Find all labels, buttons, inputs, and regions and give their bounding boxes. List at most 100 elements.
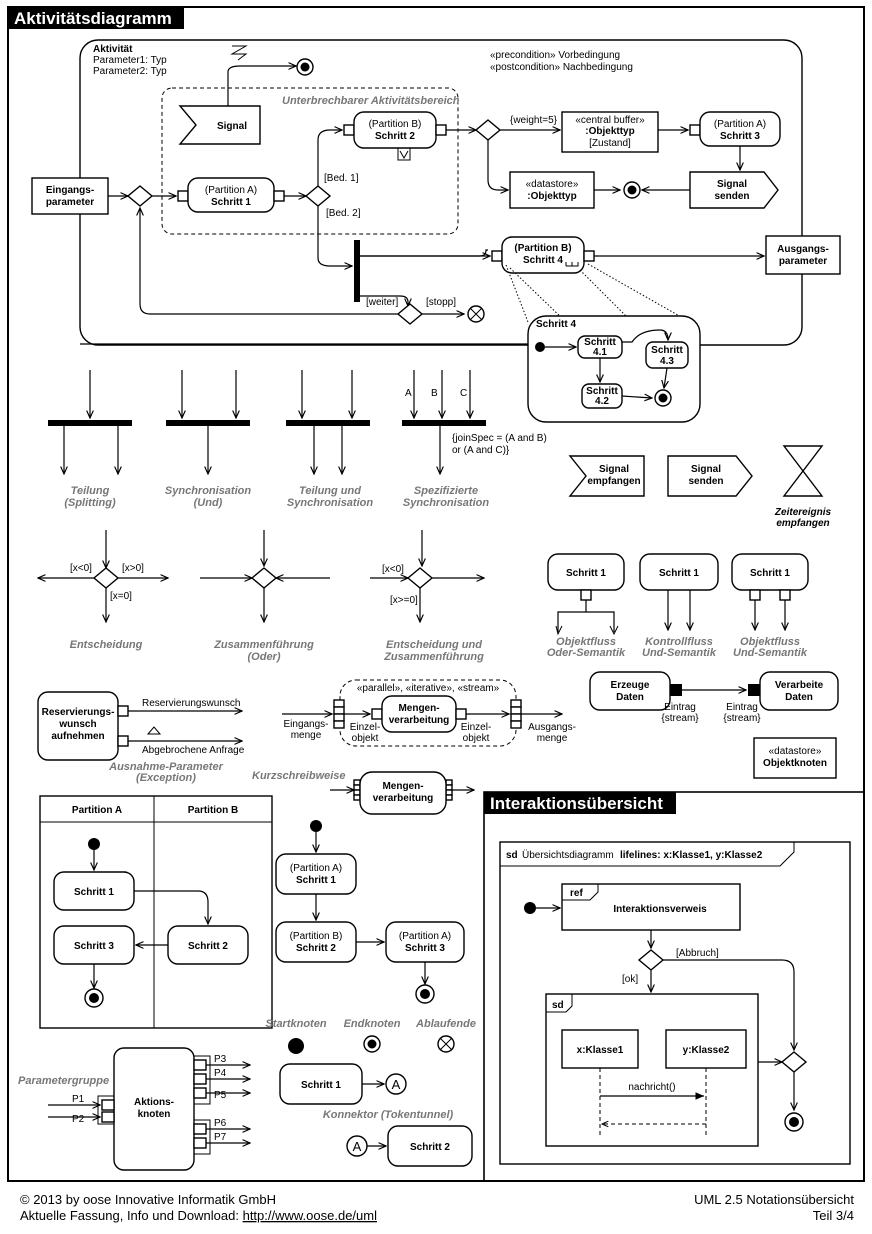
pin-p5: P5 [214,1090,227,1101]
footer-link[interactable]: http://www.oose.de/uml [243,1208,378,1223]
flow-label-3b: Und-Semantik [733,647,808,659]
part-step2-partition: (Partition B) [290,931,343,942]
single-in2: objekt [352,733,379,744]
step2-label: Schritt 2 [375,131,415,142]
pin-p4: P4 [214,1068,227,1079]
produce-label: Erzeuge [611,680,650,691]
merge-label2: (Oder) [248,651,281,663]
step2-action [353,111,437,149]
stopp-label: [stopp] [426,297,456,308]
interrupt-zigzag-icon [230,45,248,61]
step41-label: Schritt [584,337,616,348]
join-a: A [405,388,412,399]
central-buffer [561,111,659,153]
central-buffer-state: [Zustand] [589,138,631,149]
signal-receive-label2: empfangen [587,476,640,487]
connector-letter-2: A [353,1139,362,1154]
pin-p2: P2 [72,1114,85,1125]
subactivity-title: Schritt 4 [536,319,576,330]
decision-row: [x<0] [x>0] [x=0] Entscheidung Zusammenf… [38,530,484,663]
dec-xlt0: [x<0] [70,563,92,574]
signal-examples: Signal empfangen Signal senden Zeitereig… [568,445,831,529]
quantity-processing-short [359,771,447,815]
fork-label-3: Teilung und [299,485,361,497]
swim-step3-label: Schritt 3 [74,941,114,952]
step3-label: Schritt 3 [720,131,760,142]
connector-step1-label: Schritt 1 [301,1080,341,1091]
lifeline-y [665,1029,747,1069]
connector-icon [385,1073,407,1095]
exception-label: Ausnahme-Parameter [108,761,223,773]
joinspec-1: {joinSpec = (A and B) [452,433,547,444]
output-parameter-label: Ausgangs- [777,244,829,255]
node-legend: Startknoten Endknoten Ablaufende Schritt… [265,1018,476,1167]
initial-node-icon-2 [88,838,100,850]
dec-xgt0: [x>0] [122,563,144,574]
action-node-label: Aktions- [134,1097,174,1108]
partition-a: Partition A [72,805,122,816]
abort-label: [Abbruch] [676,948,719,959]
merge-diamond [126,185,154,207]
part-step2 [275,921,357,963]
step1-partition: (Partition A) [205,185,257,196]
fork-label-1b: (Splitting) [64,497,116,509]
footer-title: UML 2.5 Notationsübersicht [694,1192,854,1207]
footer-copyright: © 2013 by oose Innovative Informatik Gmb… [20,1192,276,1207]
flow-label-3: Objektfluss [740,636,800,648]
fork-label-2b: (Und) [194,497,223,509]
step1-label: Schritt 1 [211,197,251,208]
flow-step-2 [639,553,719,591]
expansion-kinds: «parallel», «iterative», «stream» [357,683,500,694]
swim-step1-label: Schritt 1 [74,887,114,898]
merge-label: Zusammenführung [213,639,314,651]
input-parameter [31,177,109,215]
page-frame [7,6,865,1182]
swimlane-frame [39,795,273,1029]
reservation-out1: Reservierungswunsch [142,698,240,709]
expansion-in: Eingangs- [283,719,328,730]
flow-semantics: Schritt 1 Objektfluss Oder-Semantik Schr… [547,553,809,659]
stream-entry-2b: {stream} [723,713,761,724]
process-label2: Daten [785,692,813,703]
fork-bar [354,240,360,302]
step43-num: 4.3 [660,356,674,367]
stream-entry-1b: {stream} [661,713,699,724]
interruptible-label: Unterbrechbarer Aktivitätsbereich [282,95,460,107]
qp-short-label2: verarbeitung [373,793,434,804]
signal-receive-icon [568,455,645,497]
part-step3-partition: (Partition A) [399,931,451,942]
cond2-label: [Bed. 2] [326,208,361,219]
interaction-ref [561,883,741,931]
fork-label-2: Synchronisation [165,485,251,497]
flow-step-3 [731,553,809,591]
section-title: Aktivitätsdiagramm [14,9,172,28]
initial-node-icon [535,342,545,352]
central-buffer-type: :Objekttyp [585,126,634,137]
qp-label2: verarbeitung [389,715,450,726]
inner-sd-keyword: sd [552,1000,564,1011]
interaction-overview: Interaktionsübersicht sd Übersichtsdiagr… [483,791,865,1182]
precondition-label: «precondition» Vorbedingung [490,50,620,61]
connector-step2 [387,1125,473,1167]
flow-end-label: Ablaufende [415,1018,476,1030]
joinspec-2: or (A and C)} [452,445,510,456]
input-parameter-label2: parameter [46,197,94,208]
process-label: Verarbeite [775,680,824,691]
flow-label-2b: Und-Semantik [642,647,717,659]
reservation-label: Reservierungs- [42,707,115,718]
connector-step2-label: Schritt 2 [410,1142,450,1153]
reservation-action [37,691,119,761]
reservation-out2: Abgebrochene Anfrage [142,745,245,756]
pin-p3: P3 [214,1054,227,1065]
flow-step-3-label: Schritt 1 [750,568,790,579]
step42-num: 4.2 [595,396,609,407]
stream-entry-2: Eintrag [726,702,758,713]
produce-label2: Daten [616,692,644,703]
qp-label: Mengen- [398,703,439,714]
pin-exception-icon [397,147,411,161]
decmerge-label2: Zusammenführung [383,651,484,663]
time-event-label2: empfangen [776,518,829,529]
fork-label-4b: Synchronisation [403,497,489,509]
single-out2: objekt [463,733,490,744]
